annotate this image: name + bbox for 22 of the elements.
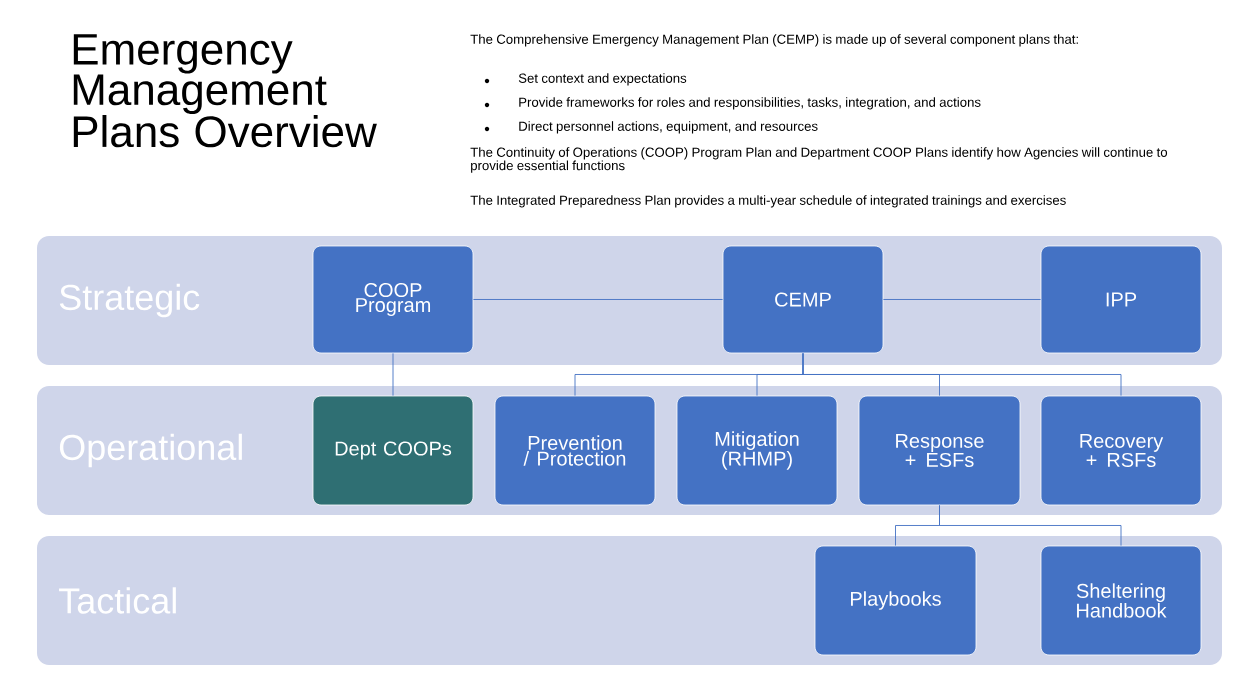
plan-box: Response + ESFs — [858, 395, 1021, 506]
description-text: Direct personnel actions, equipment, and resources — [519, 121, 818, 134]
plan-box: IPP — [1040, 245, 1202, 354]
connector-line — [939, 504, 1122, 547]
description-text: The Integrated Preparedness Plan provides a multi-year schedule of integrated trainings and exercises — [470, 195, 1066, 208]
plan-box: CEMP — [722, 245, 884, 354]
plan-box: COOP Program — [312, 245, 474, 354]
plan-box: Sheltering Handbook — [1040, 545, 1202, 656]
connector-line — [882, 299, 1042, 300]
plan-box: Dept COOPs — [312, 395, 474, 506]
plan-box: Recovery + RSFs — [1040, 395, 1202, 506]
plan-box: Prevention / Protection — [494, 395, 656, 506]
connector-line — [472, 299, 724, 300]
description-text: The Continuity of Operations (COOP) Program Plan and Department COOP Plans identify how Agencies will continue to provide essential functions — [470, 147, 1168, 173]
title: Emergency Management Plans Overview — [73, 34, 377, 148]
description-text: The Comprehensive Emergency Management Plan (CEMP) is made up of several component plans that: — [470, 34, 1078, 47]
description-text: Set context and expectations — [518, 73, 687, 86]
connector-line — [802, 352, 1122, 397]
plan-box: Playbooks — [814, 545, 977, 656]
plan-box: Mitigation (RHMP) — [676, 395, 838, 506]
connector-line — [392, 352, 394, 397]
description-text: Provide frameworks for roles and responsibilities, tasks, integration, and actions — [519, 97, 981, 110]
